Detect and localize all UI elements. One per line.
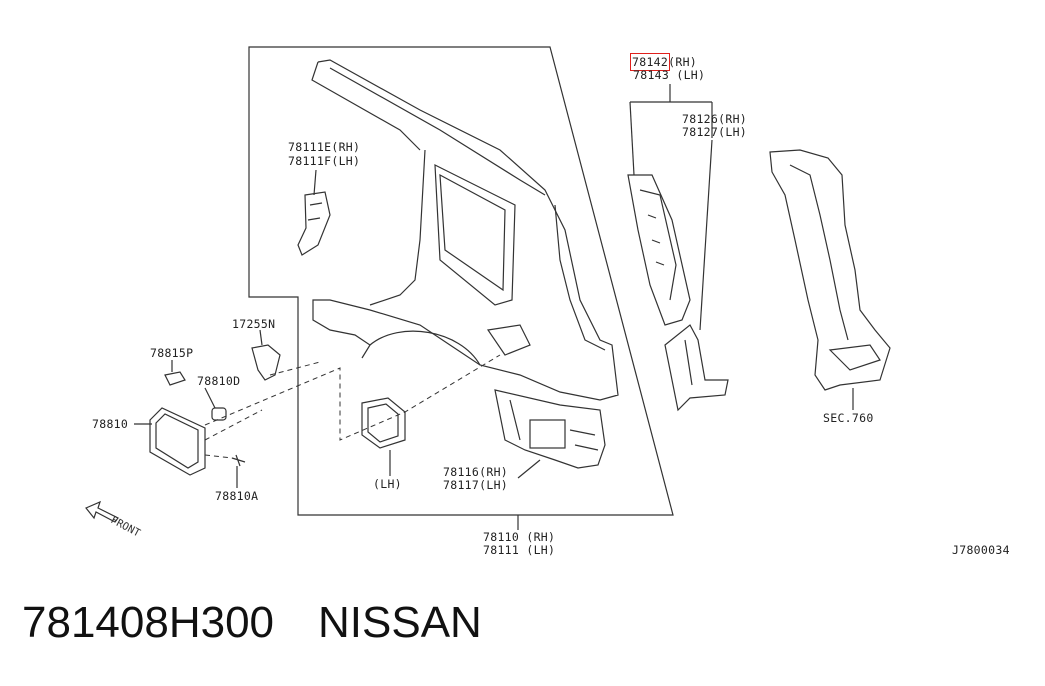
quarter-panel-shape xyxy=(311,59,619,401)
filler-housing-lh-shape xyxy=(361,397,406,449)
label-78116: 78116(RH) xyxy=(443,465,509,479)
pillar-78126-shape xyxy=(664,324,729,412)
screw-78810a-shape xyxy=(231,454,246,467)
label-sec760: SEC.760 xyxy=(823,411,874,425)
main-frame-outline xyxy=(248,46,674,516)
label-78110: 78110 (RH) xyxy=(483,530,556,544)
part-78810d-shape xyxy=(211,407,227,421)
label-78810: 78810 xyxy=(92,417,129,431)
front-arrow-icon xyxy=(85,500,119,523)
brand-name: NISSAN xyxy=(318,598,482,647)
label-17255n: 17255N xyxy=(232,317,276,331)
highlighted-part-number[interactable]: 78142 xyxy=(629,53,671,71)
label-78111: 78111 (LH) xyxy=(483,543,556,557)
part-17255n-shape xyxy=(251,344,281,381)
label-78111f: 78111F(LH) xyxy=(288,154,361,168)
label-78142: 78142(RH) xyxy=(629,53,698,71)
bracket-78111e-shape xyxy=(297,191,331,256)
sec760-assembly-shape xyxy=(769,149,891,391)
diagram-code: J7800034 xyxy=(952,543,1010,557)
label-78143: 78143 (LH) xyxy=(633,68,706,82)
part-info: 781408H300 NISSAN xyxy=(22,598,482,648)
label-78117: 78117(LH) xyxy=(443,478,509,492)
extension-78142-shape xyxy=(627,174,691,326)
label-78815p: 78815P xyxy=(150,346,194,360)
label-lh: (LH) xyxy=(373,477,402,491)
label-78126: 78126(RH) xyxy=(682,112,748,126)
fuel-lid-shape xyxy=(149,407,206,476)
part-number: 781408H300 xyxy=(22,598,275,647)
panel-78116-shape xyxy=(494,389,606,469)
label-78127: 78127(LH) xyxy=(682,125,748,139)
label-78810a: 78810A xyxy=(215,489,259,503)
part-78815p-shape xyxy=(164,371,186,386)
label-78142-side: (RH) xyxy=(668,55,698,69)
label-78111e: 78111E(RH) xyxy=(288,140,361,154)
front-label: FRONT xyxy=(109,514,143,540)
label-78810d: 78810D xyxy=(197,374,241,388)
